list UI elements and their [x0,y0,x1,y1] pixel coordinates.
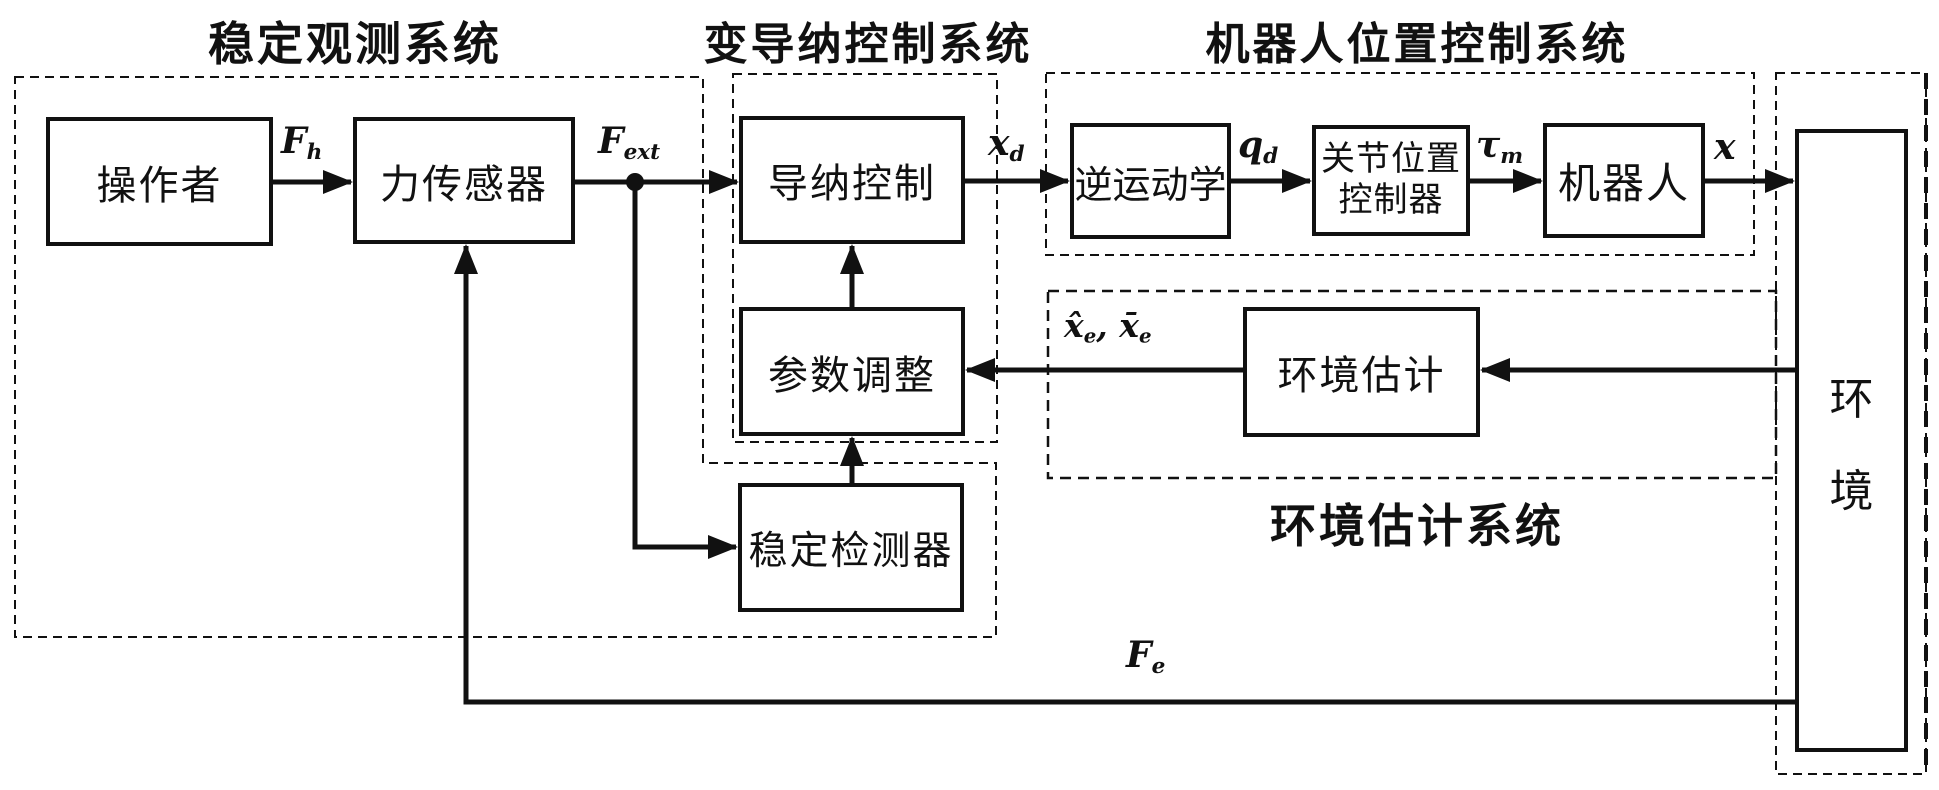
title-variable-admittance-system: 变导纳控制系统 [703,20,1033,69]
signal-label-tau-m: τm [1476,124,1523,169]
signal-label-qd: qd [1238,124,1278,169]
block-admittance-control: 导纳控制 [739,116,965,244]
x-main: x [1714,126,1736,168]
signal-label-fh: Fh [281,120,322,165]
block-force-sensor: 力传感器 [353,117,575,244]
fh-sub: h [306,140,323,166]
fext-sub: ext [623,140,661,166]
x-hat-sub: e [1083,323,1097,348]
x-bar-main: x̄ [1119,306,1139,345]
x-hat-main: x̂ [1064,306,1084,345]
block-environment: 环 境 [1795,129,1908,752]
signal-label-x: x [1714,126,1735,171]
xd-main: x [988,122,1010,164]
tau-main: τ [1476,124,1501,166]
fe-sub: e [1151,654,1166,680]
qd-main: q [1238,124,1264,166]
signal-label-fext: Fext [598,120,660,165]
joint-controller-line2: 控制器 [1338,181,1444,219]
signal-label-xe-estimates: x̂e, x̄e [1064,306,1152,348]
xd-sub: d [1009,142,1025,168]
signal-label-fe: Fe [1126,634,1165,679]
title-robot-position-control-system: 机器人位置控制系统 [1205,20,1629,69]
xe-comma: , [1096,306,1108,345]
block-joint-position-controller: 关节位置 控制器 [1312,125,1470,236]
block-inverse-kinematics: 逆运动学 [1070,123,1231,239]
title-stability-observer-system: 稳定观测系统 [208,18,502,70]
block-environment-estimation: 环境估计 [1243,307,1480,437]
dashed-region-variable-admittance-system [732,73,998,443]
dashed-region-stability-observer-system [14,76,997,638]
environment-char-2: 境 [1829,466,1874,516]
fext-main: F [598,120,624,162]
junction-dot-fext [626,173,644,191]
block-stability-detector: 稳定检测器 [738,483,964,612]
fh-main: F [281,120,307,162]
block-operator: 操作者 [46,117,273,246]
tau-sub: m [1500,144,1524,170]
fe-main: F [1126,634,1152,676]
x-bar-sub: e [1138,323,1152,348]
title-environment-estimation-system: 环境估计系统 [1270,500,1564,552]
arrow-fext-branch-to-stability-detector [632,182,738,559]
block-parameter-adjustment: 参数调整 [739,307,965,436]
dashed-region-robot-position-system [1045,72,1755,256]
signal-label-xd: xd [988,122,1025,167]
block-robot: 机器人 [1543,123,1705,238]
joint-controller-line1: 关节位置 [1321,141,1461,179]
arrow-fe-environment-feedback-to-force-sensor [454,244,1795,705]
dashed-region-environment-estimation-system [1046,289,1778,480]
environment-char-1: 环 [1829,374,1874,424]
qd-sub: d [1263,144,1279,170]
